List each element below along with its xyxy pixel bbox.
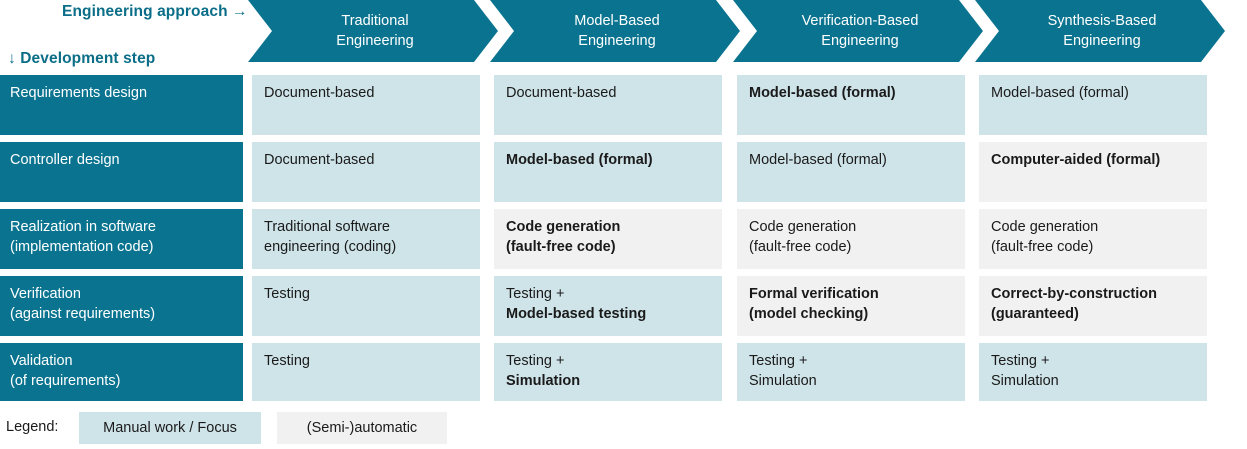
matrix-cell-line: (model checking)	[749, 305, 869, 322]
matrix-cell-line: Code generation	[749, 219, 857, 235]
matrix-cell-line: Testing +	[506, 353, 565, 369]
development-step-line1: Controller design	[10, 152, 120, 168]
matrix-cell-r5-c2[interactable]: Testing + Simulation	[494, 343, 722, 401]
development-step-line2: (of requirements)	[10, 372, 121, 389]
column-header-line1: Model-Based	[574, 13, 660, 29]
matrix-cell-line: Testing +	[506, 286, 565, 302]
matrix-cell-line: Code generation	[991, 219, 1099, 235]
matrix-cell-r2-c1[interactable]: Document-based	[252, 142, 480, 202]
matrix-cell-line: Testing +	[991, 353, 1050, 369]
column-header-line2: Engineering	[821, 33, 899, 49]
matrix-cell-line: Testing +	[749, 353, 808, 369]
development-step-line1: Requirements design	[10, 85, 148, 101]
column-header-line1: Verification-Based	[801, 13, 919, 29]
legend-swatch-manual: Manual work / Focus	[79, 412, 261, 444]
matrix-cell-line: Formal verification	[749, 286, 879, 302]
matrix-cell-line: Model-based testing	[506, 305, 647, 322]
matrix-cell-line: Model-based (formal)	[749, 152, 887, 168]
development-step-5[interactable]: Validation (of requirements)	[0, 343, 243, 401]
development-step-line1: Verification	[10, 286, 81, 302]
development-step-line2: (against requirements)	[10, 305, 156, 322]
matrix-cell-r4-c3[interactable]: Formal verification (model checking)	[737, 276, 965, 336]
matrix-cell-r3-c2[interactable]: Code generation (fault-free code)	[494, 209, 722, 269]
column-header-line2: Engineering	[578, 33, 656, 49]
matrix-cell-line: (fault-free code)	[991, 238, 1094, 255]
column-header-line2: Engineering	[336, 33, 414, 49]
matrix-cell-line: Model-based (formal)	[506, 152, 653, 168]
matrix-cell-line: Document-based	[264, 85, 375, 101]
matrix-cell-r2-c3[interactable]: Model-based (formal)	[737, 142, 965, 202]
matrix-cell-r1-c3[interactable]: Model-based (formal)	[737, 75, 965, 135]
legend-title: Legend:	[6, 419, 59, 435]
matrix-cell-line: Document-based	[506, 85, 617, 101]
matrix-cell-line: engineering (coding)	[264, 238, 397, 255]
development-step-1[interactable]: Requirements design	[0, 75, 243, 135]
axis-label-engineering-approach: Engineering approach →	[62, 3, 248, 20]
axis-label-development-step: ↓ Development step	[8, 50, 156, 67]
matrix-cell-line: Model-based (formal)	[991, 85, 1129, 101]
development-step-line1: Validation	[10, 353, 73, 369]
matrix-cell-line: (guaranteed)	[991, 305, 1079, 322]
development-step-2[interactable]: Controller design	[0, 142, 243, 202]
matrix-cell-r3-c3[interactable]: Code generation (fault-free code)	[737, 209, 965, 269]
matrix-cell-r1-c4[interactable]: Model-based (formal)	[979, 75, 1207, 135]
matrix-cell-r1-c1[interactable]: Document-based	[252, 75, 480, 135]
matrix-cell-r5-c1[interactable]: Testing	[252, 343, 480, 401]
matrix-cell-r3-c1[interactable]: Traditional software engineering (coding)	[252, 209, 480, 269]
matrix-cell-line: Code generation	[506, 219, 621, 235]
matrix-cell-r3-c4[interactable]: Code generation (fault-free code)	[979, 209, 1207, 269]
development-step-3[interactable]: Realization in software (implementation c…	[0, 209, 243, 269]
matrix-cell-line: Document-based	[264, 152, 375, 168]
matrix-cell-r2-c4[interactable]: Computer-aided (formal)	[979, 142, 1207, 202]
legend: Legend: Manual work / Focus (Semi-)autom…	[0, 412, 1247, 446]
matrix-cell-line: Simulation	[506, 372, 581, 389]
matrix-cell-r2-c2[interactable]: Model-based (formal)	[494, 142, 722, 202]
column-header-line2: Engineering	[1063, 33, 1141, 49]
legend-swatch-semiautomatic: (Semi-)automatic	[277, 412, 447, 444]
matrix-cell-line: Simulation	[991, 372, 1059, 389]
matrix-cell-line: Model-based (formal)	[749, 85, 896, 101]
development-step-line2: (implementation code)	[10, 238, 154, 255]
matrix-cell-line: Testing	[264, 286, 310, 302]
matrix-cell-line: Computer-aided (formal)	[991, 152, 1161, 168]
matrix-cell-line: (fault-free code)	[749, 238, 852, 255]
column-header-line1: Traditional	[341, 13, 409, 29]
matrix-cell-r5-c3[interactable]: Testing + Simulation	[737, 343, 965, 401]
matrix-cell-line: Traditional software	[264, 219, 390, 235]
matrix-cell-line: Simulation	[749, 372, 817, 389]
matrix-cell-r4-c4[interactable]: Correct-by-construction (guaranteed)	[979, 276, 1207, 336]
matrix-cell-line: (fault-free code)	[506, 238, 616, 255]
matrix-cell-r4-c2[interactable]: Testing + Model-based testing	[494, 276, 722, 336]
matrix-header: Engineering approach → ↓ Development ste…	[0, 0, 1247, 67]
matrix-cell-r4-c1[interactable]: Testing	[252, 276, 480, 336]
matrix-cell-r1-c2[interactable]: Document-based	[494, 75, 722, 135]
development-step-line1: Realization in software	[10, 219, 156, 235]
matrix-cell-line: Correct-by-construction	[991, 286, 1157, 302]
column-header-line1: Synthesis-Based	[1047, 13, 1157, 29]
matrix-cell-r5-c4[interactable]: Testing + Simulation	[979, 343, 1207, 401]
development-step-4[interactable]: Verification (against requirements)	[0, 276, 243, 336]
matrix-cell-line: Testing	[264, 353, 310, 369]
